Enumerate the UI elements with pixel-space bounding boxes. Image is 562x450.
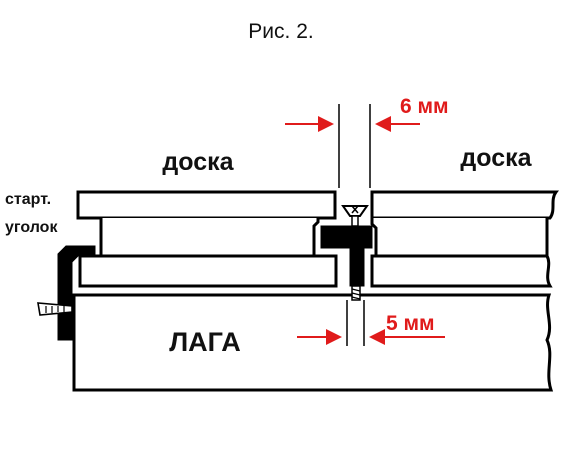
start-corner-bracket (57, 245, 96, 341)
hidden-clip (320, 225, 373, 287)
left-board-top (76, 190, 337, 220)
clip-screw-head (341, 205, 369, 217)
clip-screw-thread-marks (351, 288, 361, 300)
right-board-top (370, 190, 559, 220)
gap-dimension-label: 6 мм (400, 95, 449, 118)
start-corner-label-2: уголок (5, 219, 58, 236)
joist (72, 293, 554, 392)
joist-label: ЛАГА (169, 327, 241, 357)
fastener-dimension-label: 5 мм (386, 312, 435, 335)
clip-screw-slot-2 (351, 205, 359, 214)
clip-screw-shank (351, 215, 359, 227)
right-board-bottom (370, 254, 553, 288)
side-screw (37, 302, 73, 316)
board-left-label: доска (162, 148, 234, 176)
start-corner-label-1: старт. (5, 191, 51, 208)
figure-title: Рис. 2. (248, 20, 313, 43)
left-board-bottom (78, 254, 338, 288)
left-board-core (99, 218, 320, 258)
side-screw-thread (45, 306, 65, 313)
right-board-core (370, 218, 549, 258)
board-right-label: доска (460, 144, 532, 172)
